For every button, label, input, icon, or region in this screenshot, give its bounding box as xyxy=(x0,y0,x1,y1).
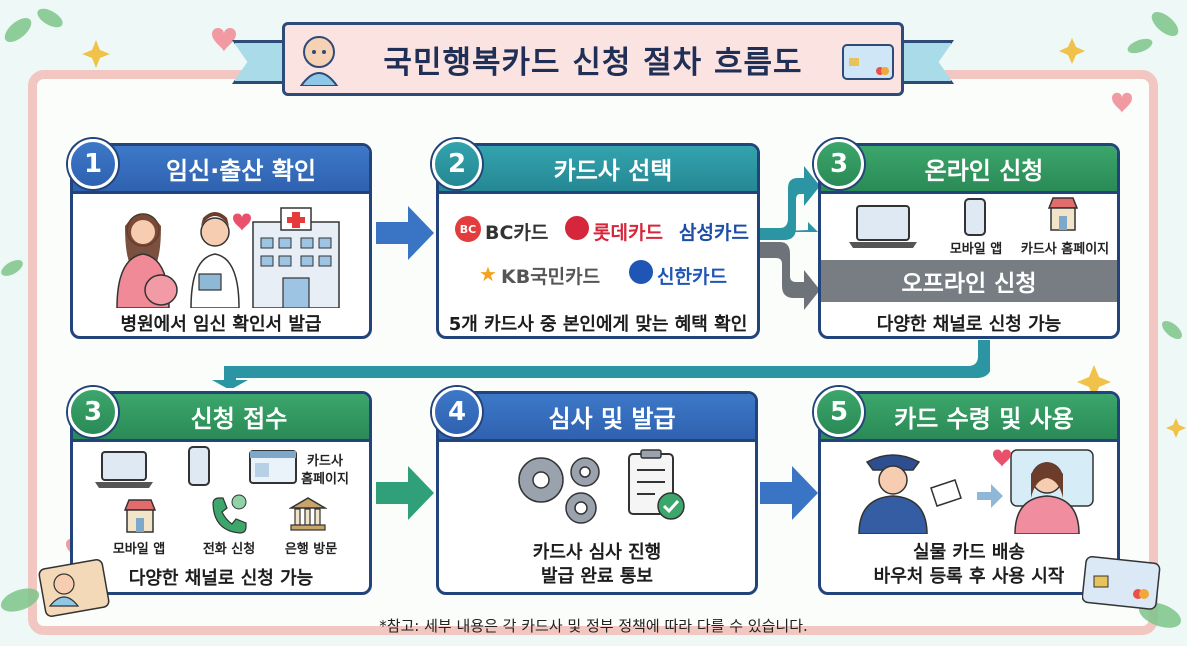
browser-icon xyxy=(249,450,297,484)
label-card-homepage: 카드사 홈페이지 xyxy=(1020,242,1110,257)
step3b-header: 신청 접수 xyxy=(73,394,369,442)
step3b-title: 신청 접수 xyxy=(190,405,288,433)
label-homepage: 홈페이지 xyxy=(301,472,349,487)
gears-icon xyxy=(518,457,600,524)
store-icon xyxy=(123,499,157,533)
step1-header: 임신·출산 확인 xyxy=(73,146,369,194)
label-mobile-app: 모바일 앱 xyxy=(112,542,166,557)
step3b-card: 신청 접수 카드사 홈페이지 모바일 앱 전화 신청 은행 방문 다양한 채널로… xyxy=(70,391,372,595)
label-card-company: 카드사 xyxy=(307,454,343,469)
mobile-icon xyxy=(188,446,210,486)
step5-card: 카드 수령 및 사용 실물 카드 배송 바우처 등록 후 사용 시작 xyxy=(818,391,1120,595)
card-icon xyxy=(842,44,894,80)
step5-caption-line2: 바우처 등록 후 사용 시작 xyxy=(873,566,1065,587)
lotte-logo-icon xyxy=(565,216,589,240)
step4-header: 심사 및 발급 xyxy=(439,394,755,442)
arrow-right-icon xyxy=(376,206,434,260)
brand-shinhan: 신한카드 xyxy=(657,266,727,288)
step4-caption-line2: 발급 완료 통보 xyxy=(541,566,653,587)
step3b-number: 3 xyxy=(68,387,118,437)
phone-icon xyxy=(212,494,247,534)
step3-number: 3 xyxy=(814,139,864,189)
label-mobile-app: 모바일 앱 xyxy=(949,242,1003,257)
baby-icon xyxy=(299,36,339,86)
step4-caption-line1: 카드사 심사 진행 xyxy=(532,542,662,563)
bank-icon xyxy=(289,497,327,531)
step3b-caption: 다양한 채널로 신청 가능 xyxy=(128,568,314,589)
credit-card-icon xyxy=(1082,556,1161,610)
mobile-icon xyxy=(964,198,986,236)
step2-caption: 5개 카드사 중 본인에게 맞는 혜택 확인 xyxy=(448,314,748,335)
footnote: *참고: 세부 내용은 각 카드사 및 정부 정책에 따라 다를 수 있습니다. xyxy=(379,617,808,635)
step4-number: 4 xyxy=(432,387,482,437)
step1-number: 1 xyxy=(68,139,118,189)
step2-number: 2 xyxy=(432,139,482,189)
step5-title: 카드 수령 및 사용 xyxy=(894,405,1074,433)
step5-caption-line1: 실물 카드 배송 xyxy=(913,542,1025,563)
step3-header: 온라인 신청 xyxy=(821,146,1117,194)
brand-lotte: 롯데카드 xyxy=(593,222,663,244)
step4-title: 심사 및 발급 xyxy=(548,405,676,433)
baby-card-icon xyxy=(38,559,110,617)
delivery-illustration xyxy=(858,449,1094,534)
return-arrow-icon xyxy=(212,340,990,388)
brand-bc: BC카드 xyxy=(485,222,549,244)
checklist-icon xyxy=(628,449,685,520)
laptop-icon xyxy=(95,451,153,488)
page-title: 국민행복카드 신청 절차 흐름도 xyxy=(383,44,803,81)
step4-card: 심사 및 발급 카드사 심사 진행 발급 완료 통보 xyxy=(436,391,758,595)
step2-title: 카드사 선택 xyxy=(553,157,673,185)
label-bank-visit: 은행 방문 xyxy=(284,542,338,557)
laptop-icon xyxy=(849,205,917,248)
step5-number: 5 xyxy=(814,387,864,437)
step1-title: 임신·출산 확인 xyxy=(166,157,316,185)
arrow-right-icon xyxy=(376,466,434,520)
kb-star-icon: ★ xyxy=(479,262,497,286)
bc-logo-icon: BC xyxy=(455,216,481,242)
step1-caption: 병원에서 임신 확인서 발급 xyxy=(120,314,322,335)
title-banner xyxy=(282,22,904,96)
shinhan-logo-icon xyxy=(629,260,653,284)
step3-title: 온라인 신청 xyxy=(924,157,1044,185)
brand-kb: KB국민카드 xyxy=(501,266,601,288)
step2-card: 카드사 선택 BC BC카드 롯데카드 삼성카드 ★ KB국민카드 신한카드 5… xyxy=(436,143,760,339)
label-phone-apply: 전화 신청 xyxy=(202,542,256,557)
store-icon xyxy=(1047,197,1079,231)
brand-samsung: 삼성카드 xyxy=(679,222,749,244)
offline-apply-banner: 오프라인 신청 xyxy=(821,260,1117,302)
step1-card: 임신·출산 확인 병원에서 임신 확인서 발급 xyxy=(70,143,372,339)
split-arrow-icon xyxy=(760,166,820,310)
step5-header: 카드 수령 및 사용 xyxy=(821,394,1117,442)
step3-card: 온라인 신청 모바일 앱 카드사 홈페이지 오프라인 신청 다양한 채널로 신청… xyxy=(818,143,1120,339)
step2-header: 카드사 선택 xyxy=(439,146,757,194)
step3-caption: 다양한 채널로 신청 가능 xyxy=(876,314,1062,335)
arrow-right-icon xyxy=(760,466,818,520)
doctor-pregnant-illustration xyxy=(116,207,340,308)
